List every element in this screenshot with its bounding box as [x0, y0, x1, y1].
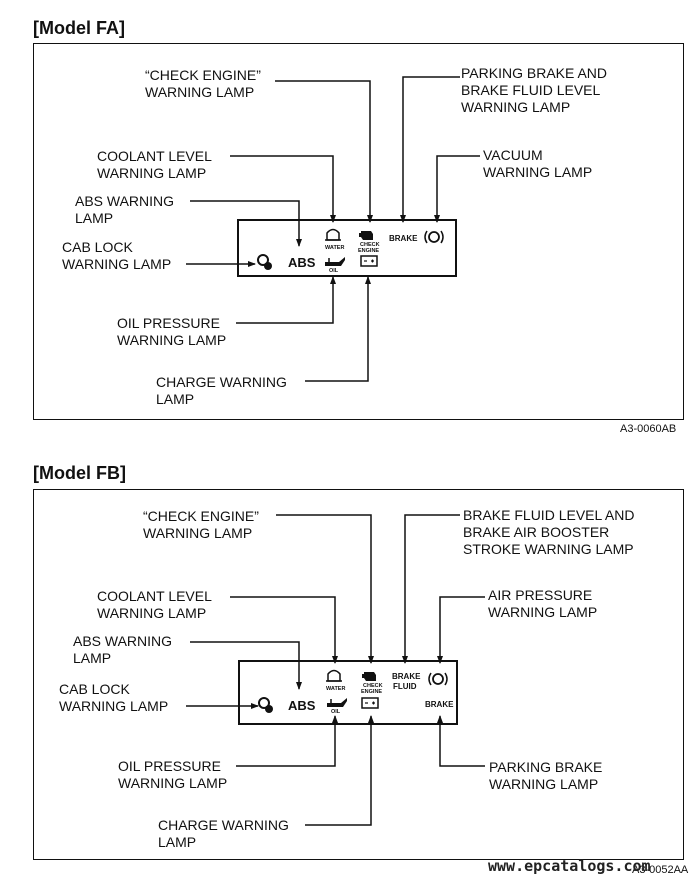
fa-panel-brake: BRAKE [389, 234, 418, 243]
fb-brake-fluid-label-3: STROKE WARNING LAMP [463, 541, 634, 557]
fa-vacuum-label-2: WARNING LAMP [483, 164, 592, 180]
fb-panel-abs: ABS [288, 698, 316, 713]
fa-panel-abs: ABS [288, 255, 316, 270]
fa-check-engine-label-2: WARNING LAMP [145, 84, 254, 100]
battery-charge-icon [361, 697, 379, 709]
fa-abs-label-2: LAMP [75, 210, 113, 226]
fa-charge-label-1: CHARGE WARNING [156, 374, 287, 390]
fa-panel-water: WATER [325, 245, 344, 251]
fa-cab-lock-label-1: CAB LOCK [62, 239, 133, 255]
fa-vacuum-label-1: VACUUM [483, 147, 543, 163]
fa-parking-brake-label-3: WARNING LAMP [461, 99, 570, 115]
fb-cab-lock-label-1: CAB LOCK [59, 681, 130, 697]
fb-coolant-label-2: WARNING LAMP [97, 605, 206, 621]
fb-oil-pressure-label-2: WARNING LAMP [118, 775, 227, 791]
fa-panel-check: CHECK [360, 242, 380, 248]
fb-oil-pressure-label-1: OIL PRESSURE [118, 758, 221, 774]
fa-oil-pressure-label-2: WARNING LAMP [117, 332, 226, 348]
fa-check-engine-label-1: “CHECK ENGINE” [145, 67, 261, 83]
fa-cab-lock-label-2: WARNING LAMP [62, 256, 171, 272]
oil-can-icon [325, 257, 345, 266]
fb-charge-label-1: CHARGE WARNING [158, 817, 289, 833]
cab-lock-icon [258, 697, 273, 713]
fb-abs-label-1: ABS WARNING [73, 633, 172, 649]
model-fa-frame [33, 43, 684, 420]
fb-coolant-label-1: COOLANT LEVEL [97, 588, 212, 604]
battery-charge-icon [360, 255, 378, 267]
check-engine-icon [359, 231, 373, 240]
model-fb-diagram: ABS WATER CHECK ENGINE BRAKE FLUID BRAKE… [59, 507, 634, 850]
vacuum-brake-icon [424, 230, 444, 244]
check-engine-icon [362, 672, 376, 681]
fb-brake-fluid-label-2: BRAKE AIR BOOSTER [463, 524, 609, 540]
coolant-level-icon [326, 669, 342, 682]
oil-can-icon [327, 698, 347, 707]
model-fa-diagram: ABS WATER CHECK ENGINE BRAKE OIL [62, 65, 607, 407]
fb-panel-water: WATER [326, 686, 345, 692]
fa-abs-label-1: ABS WARNING [75, 193, 174, 209]
fb-instrument-panel [238, 660, 458, 725]
fa-panel-engine: ENGINE [358, 248, 379, 254]
fb-panel-brake-fluid-1: BRAKE [392, 672, 421, 681]
model-fa-title: [Model FA] [33, 18, 125, 38]
fb-abs-label-2: LAMP [73, 650, 111, 666]
fb-panel-engine: ENGINE [361, 689, 382, 695]
fb-check-engine-label-2: WARNING LAMP [143, 525, 252, 541]
fb-air-pressure-label-1: AIR PRESSURE [488, 587, 592, 603]
fa-coolant-label-1: COOLANT LEVEL [97, 148, 212, 164]
fa-parking-brake-label-2: BRAKE FLUID LEVEL [461, 82, 600, 98]
fa-charge-label-2: LAMP [156, 391, 194, 407]
watermark: www.epcatalogs.com [488, 857, 651, 875]
fa-instrument-panel [237, 219, 457, 277]
fb-charge-label-2: LAMP [158, 834, 196, 850]
model-fa-figure-code: A3-0060AB [620, 423, 677, 435]
fa-oil-pressure-label-1: OIL PRESSURE [117, 315, 220, 331]
fb-parking-brake-label-1: PARKING BRAKE [489, 759, 602, 775]
coolant-level-icon [325, 228, 341, 241]
fb-air-pressure-label-2: WARNING LAMP [488, 604, 597, 620]
model-fb-figure-code: A3-0052AA [632, 864, 689, 876]
fb-panel-brake: BRAKE [425, 700, 454, 709]
fb-leader-lines [186, 514, 485, 826]
cab-lock-icon [257, 254, 272, 270]
fb-brake-fluid-label-1: BRAKE FLUID LEVEL AND [463, 507, 634, 523]
fa-leader-lines [186, 76, 480, 382]
fb-check-engine-label-1: “CHECK ENGINE” [143, 508, 259, 524]
fb-cab-lock-label-2: WARNING LAMP [59, 698, 168, 714]
fa-coolant-label-2: WARNING LAMP [97, 165, 206, 181]
model-fb-frame [33, 489, 684, 860]
fb-parking-brake-label-2: WARNING LAMP [489, 776, 598, 792]
fb-panel-brake-fluid-2: FLUID [393, 682, 417, 691]
fb-panel-check: CHECK [363, 683, 383, 689]
model-fb-title: [Model FB] [33, 463, 126, 483]
fb-panel-oil: OIL [331, 709, 341, 715]
air-pressure-icon [428, 672, 448, 686]
fa-panel-oil: OIL [329, 268, 339, 274]
fa-parking-brake-label-1: PARKING BRAKE AND [461, 65, 607, 81]
